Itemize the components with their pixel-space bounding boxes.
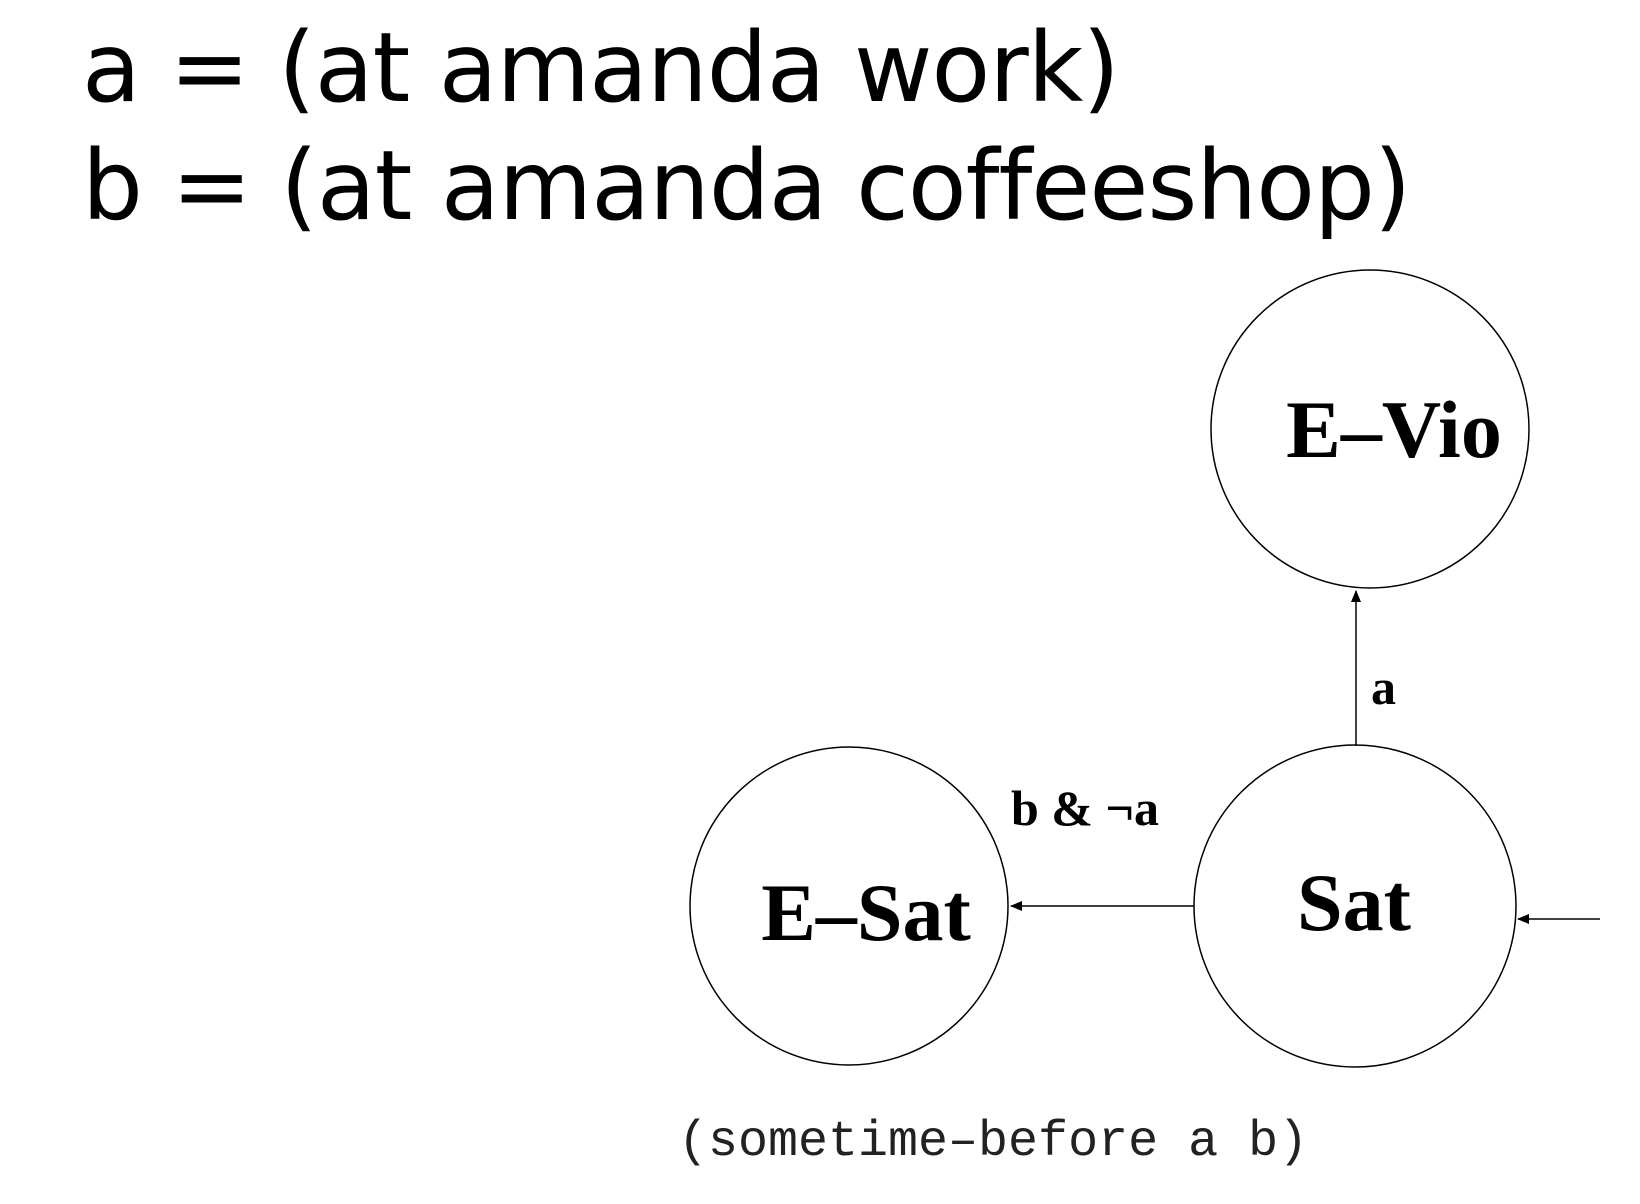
transition-sat-to-e-vio-label: a [1371,659,1396,715]
state-sat-label: Sat [1297,857,1411,948]
state-e-sat-label: E–Sat [761,867,971,958]
definition-b: b = (at amanda coffeeshop) [82,130,1411,242]
state-e-vio-label: E–Vio [1286,384,1502,475]
definition-a: a = (at amanda work) [82,12,1120,124]
transition-sat-to-e-sat-label: b & ¬a [1011,780,1159,836]
state-e-sat: E–Sat [689,746,1009,1066]
constraint-caption: (sometime–before a b) [678,1114,1308,1171]
transition-sat-to-e-vio: a [1351,590,1396,746]
state-sat: Sat [1193,744,1517,1068]
state-e-vio: E–Vio [1210,269,1530,589]
transition-sat-to-e-sat: b & ¬a [1010,780,1194,911]
